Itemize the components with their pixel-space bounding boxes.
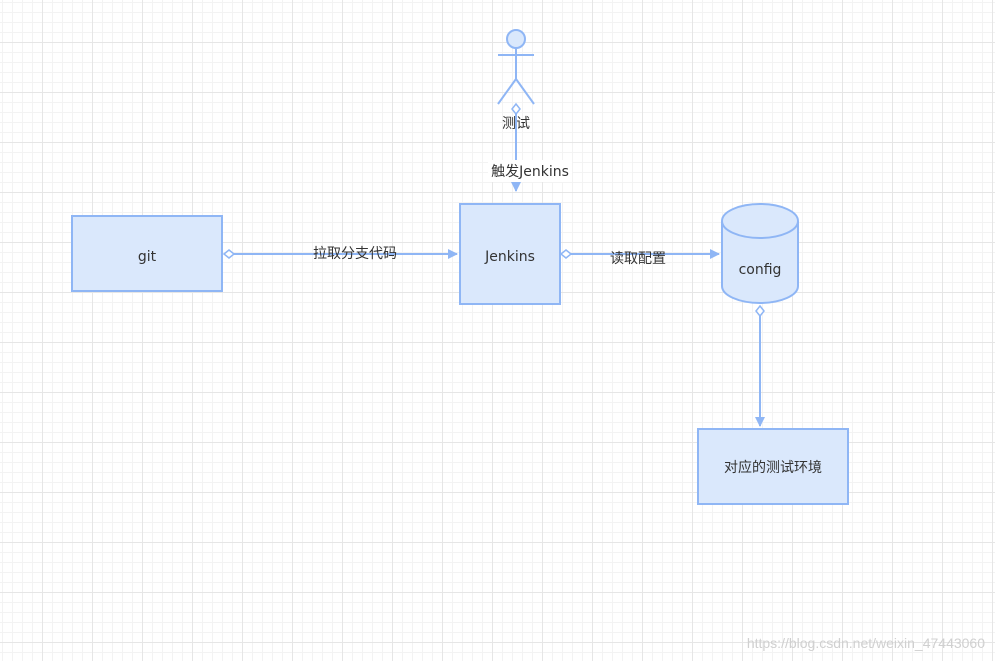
edge-pull-label: 拉取分支代码 bbox=[313, 246, 397, 262]
edge-read-label: 读取配置 bbox=[610, 250, 666, 267]
config-node-label: config bbox=[739, 262, 782, 278]
edge-config-env-source-diamond bbox=[755, 304, 765, 318]
test-env-node[interactable] bbox=[697, 428, 849, 505]
test-env-node-label: 对应的测试环境 bbox=[724, 459, 822, 476]
edge-pull[interactable] bbox=[222, 249, 458, 259]
edge-trigger-label-bg bbox=[488, 160, 572, 182]
watermark-text: https://blog.csdn.net/weixin_47443060 bbox=[746, 635, 985, 651]
tester-actor[interactable] bbox=[497, 29, 535, 105]
git-node[interactable] bbox=[71, 215, 223, 292]
edge-read-source-diamond bbox=[559, 249, 573, 259]
git-node-label: git bbox=[138, 249, 157, 265]
edge-trigger-label: 触发Jenkins bbox=[491, 164, 569, 180]
config-node[interactable] bbox=[721, 203, 799, 304]
jenkins-node[interactable] bbox=[459, 203, 561, 305]
edge-trigger-source-diamond bbox=[511, 102, 521, 116]
edge-read[interactable] bbox=[559, 249, 720, 259]
edge-config-env[interactable] bbox=[755, 304, 765, 427]
jenkins-node-label: Jenkins bbox=[484, 249, 535, 265]
edge-pull-source-diamond bbox=[222, 249, 236, 259]
